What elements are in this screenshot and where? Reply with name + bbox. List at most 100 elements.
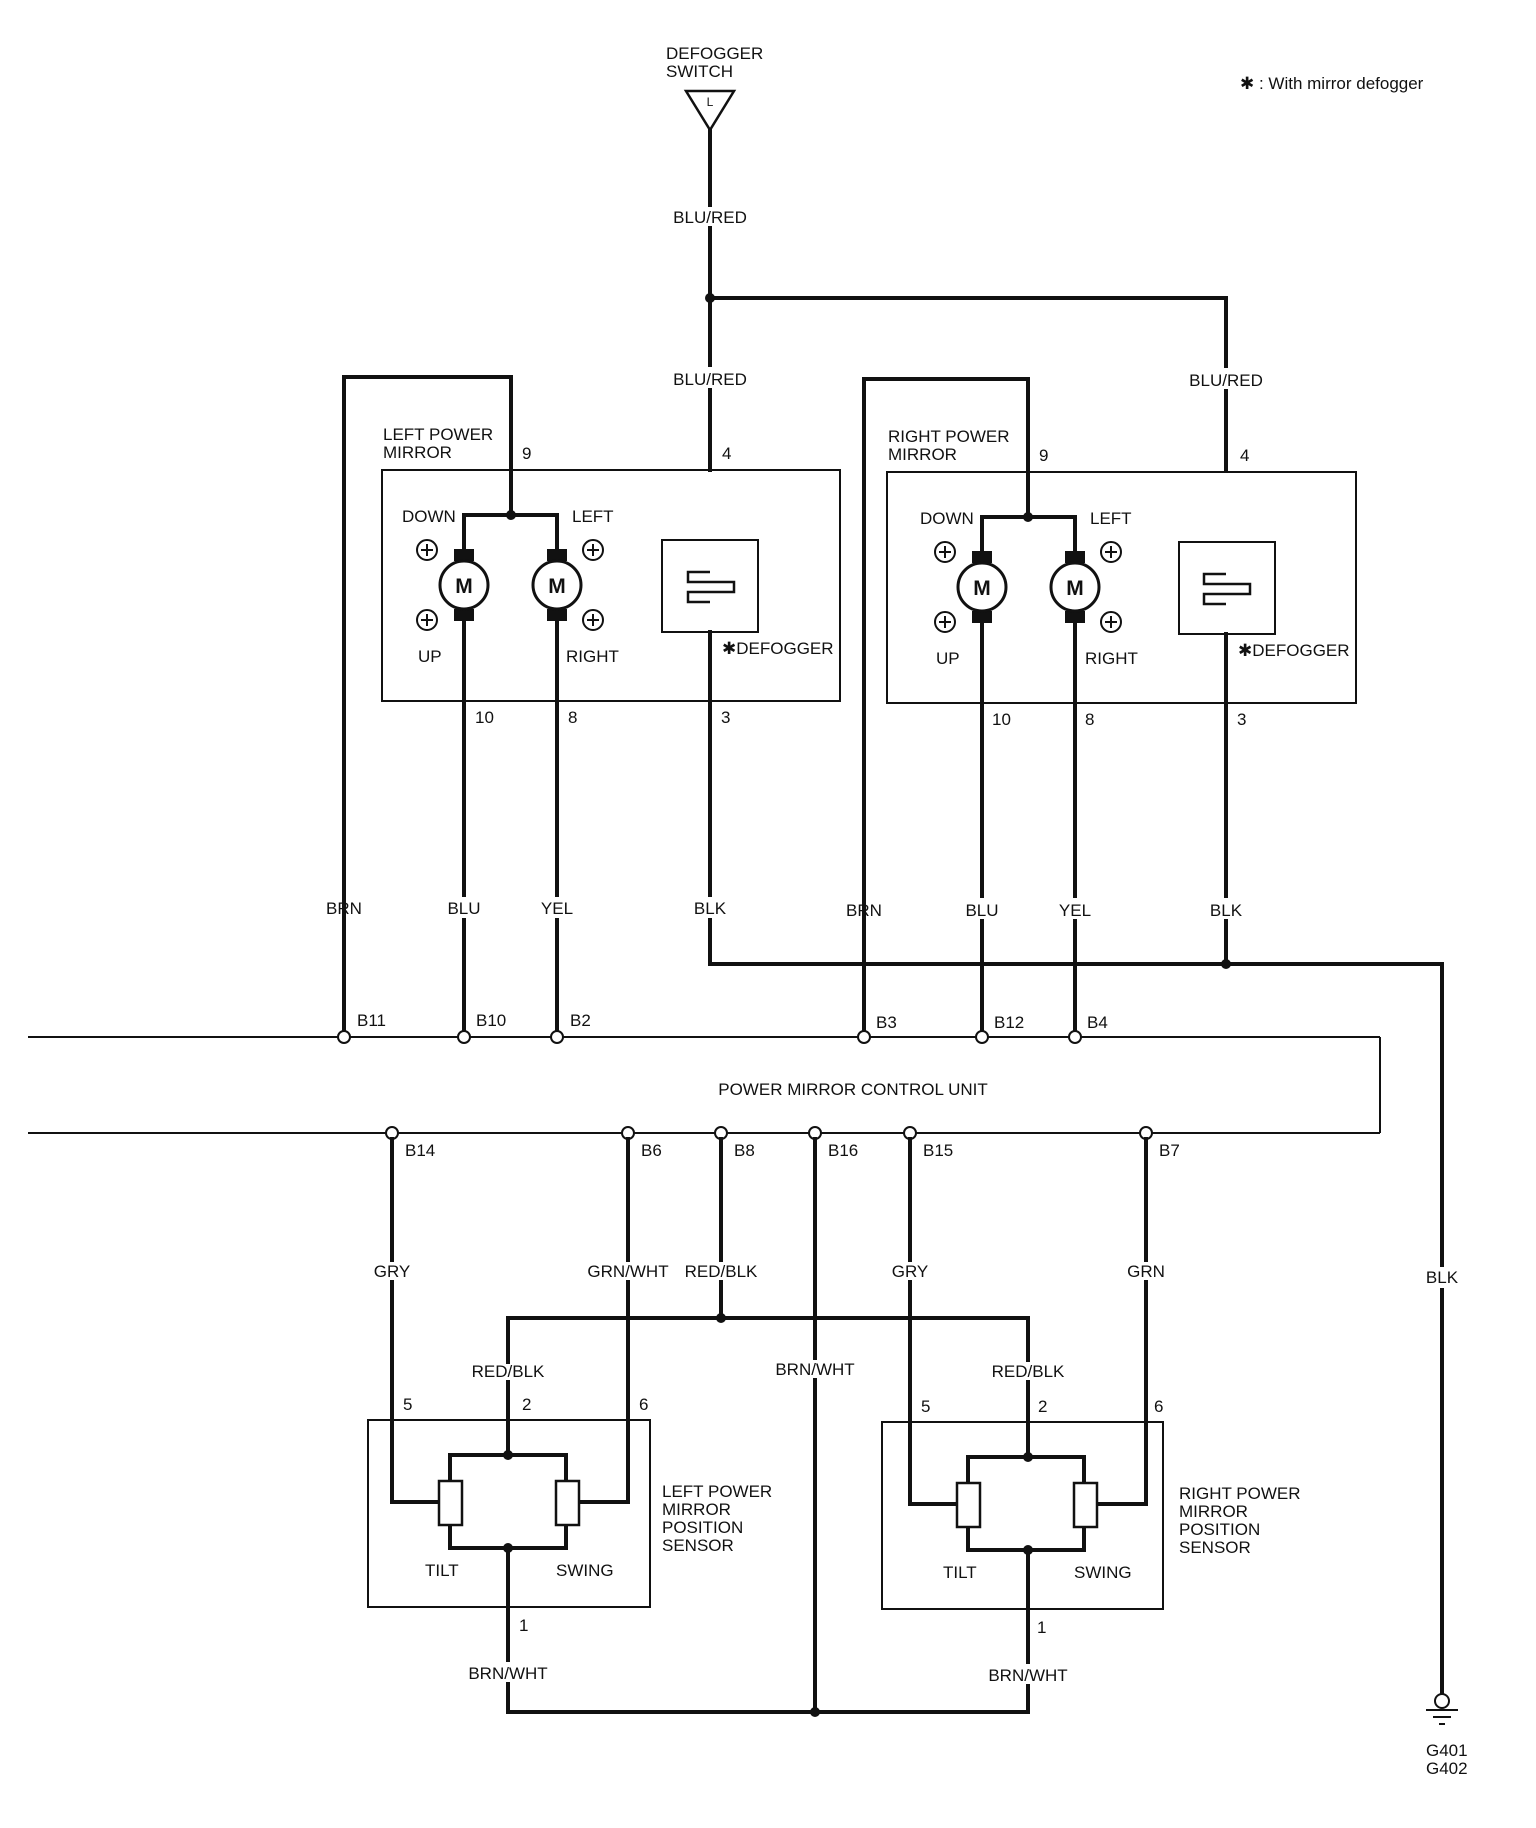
right-sensor-tilt-label: TILT — [943, 1563, 977, 1582]
right-sensor-name-line4: SENSOR — [1179, 1538, 1251, 1557]
right-sensor-pin-2: 2 — [1038, 1397, 1047, 1416]
terminal-b8: B8 — [734, 1141, 755, 1160]
left-mirror-down-label: DOWN — [402, 507, 456, 526]
right-defogger-label: ✱DEFOGGER — [1238, 641, 1350, 660]
right-sensor-name-line1: RIGHT POWER — [1179, 1484, 1301, 1503]
left-mirror-pin-9: 9 — [522, 444, 531, 463]
left-sensor-gnd-splice — [503, 1543, 513, 1553]
terminal-b11: B11 — [357, 1011, 386, 1030]
wire-label-left-blk: BLK — [694, 899, 727, 918]
left-mirror-wiring — [342, 375, 1444, 1695]
left-sensor-name-line3: POSITION — [662, 1518, 743, 1537]
wire-label-grn-wht: GRN/WHT — [587, 1262, 668, 1281]
sensor-wiring — [390, 1137, 1148, 1714]
right-sensor-pin-5: 5 — [921, 1397, 930, 1416]
left-power-mirror-box — [381, 469, 841, 702]
wire-label-grn: GRN — [1127, 1262, 1165, 1281]
left-mirror-common-splice — [506, 510, 516, 520]
wire-label-gry-left: GRY — [374, 1262, 411, 1281]
right-leftright-motor-symbol: M — [1066, 577, 1084, 600]
right-mirror-pin-10: 10 — [992, 710, 1011, 729]
right-sensor-circuit — [955, 1455, 1099, 1552]
left-updown-motor-top-brush — [454, 549, 474, 561]
left-updown-motor-bottom-brush — [454, 609, 474, 621]
wire-label-right-brn: BRN — [846, 901, 882, 920]
left-position-sensor-box — [367, 1419, 651, 1608]
red-blk-splice — [716, 1313, 726, 1323]
control-unit-outline — [28, 1036, 1381, 1134]
left-mirror-right-label: RIGHT — [566, 647, 619, 666]
control-unit-top-terminals — [337, 1030, 1082, 1044]
left-mirror-name-line2: MIRROR — [383, 443, 452, 462]
right-mirror-right-label: RIGHT — [1085, 649, 1138, 668]
left-mirror-name-line1: LEFT POWER — [383, 425, 493, 444]
right-leftright-motor-bottom-brush — [1065, 611, 1085, 623]
wire-label-blk-ground: BLK — [1426, 1268, 1459, 1287]
ground-label-line2: G402 — [1426, 1759, 1468, 1778]
blk-ground-splice — [1221, 959, 1231, 969]
right-mirror-pin-3: 3 — [1237, 710, 1246, 729]
mirror-defogger-note: ✱ : With mirror defogger — [1240, 74, 1424, 93]
left-sensor-pin-6: 6 — [639, 1395, 648, 1414]
right-power-mirror-box — [886, 471, 1357, 704]
wire-label-right-blk: BLK — [1210, 901, 1243, 920]
defogger-switch-pin: L — [707, 95, 714, 109]
wire-label-right-blu: BLU — [965, 901, 998, 920]
left-sensor-circuit — [437, 1453, 581, 1550]
wire-label-red-blk-top: RED/BLK — [685, 1262, 758, 1281]
right-sensor-name-line3: POSITION — [1179, 1520, 1260, 1539]
right-mirror-pin-4: 4 — [1240, 446, 1249, 465]
wire-label-right-yel: YEL — [1059, 901, 1091, 920]
right-mirror-common-splice — [1023, 512, 1033, 522]
wire-label-blu-red-right: BLU/RED — [1189, 371, 1263, 390]
right-sensor-pin-1: 1 — [1037, 1618, 1046, 1637]
wire-label-brn-wht-mid: BRN/WHT — [775, 1360, 854, 1379]
left-sensor-name-line1: LEFT POWER — [662, 1482, 772, 1501]
right-sensor-pin-6: 6 — [1154, 1397, 1163, 1416]
ground-label-line1: G401 — [1426, 1741, 1468, 1760]
wire-label-brn-wht-left: BRN/WHT — [468, 1664, 547, 1683]
right-sensor-name-line2: MIRROR — [1179, 1502, 1248, 1521]
right-leftright-motor-top-brush — [1065, 551, 1085, 563]
wire-label-left-brn: BRN — [326, 899, 362, 918]
left-sensor-swing-label: SWING — [556, 1561, 614, 1580]
wire-label-blu-red-top: BLU/RED — [673, 208, 747, 227]
blu-red-splice — [705, 293, 715, 303]
right-updown-motor-icon — [956, 561, 1008, 613]
left-sensor-pin-5: 5 — [403, 1395, 412, 1414]
right-mirror-left-label: LEFT — [1090, 509, 1132, 528]
control-unit-label: POWER MIRROR CONTROL UNIT — [718, 1080, 987, 1099]
left-leftright-motor-bottom-brush — [547, 609, 567, 621]
right-sensor-gnd-splice — [1023, 1545, 1033, 1555]
terminal-b3: B3 — [876, 1013, 897, 1032]
left-mirror-left-label: LEFT — [572, 507, 614, 526]
terminal-b15: B15 — [923, 1141, 953, 1160]
left-mirror-pin-8: 8 — [568, 708, 577, 727]
right-leftright-motor-icon — [1049, 561, 1101, 613]
ground-icon — [1426, 1693, 1458, 1725]
right-mirror-name-line1: RIGHT POWER — [888, 427, 1010, 446]
left-leftright-motor-top-brush — [547, 549, 567, 561]
left-sensor-ref-splice — [503, 1450, 513, 1460]
defogger-switch-label-line1: DEFOGGER — [666, 44, 763, 63]
right-mirror-pin-9: 9 — [1039, 446, 1048, 465]
left-mirror-up-label: UP — [418, 647, 442, 666]
left-sensor-pin-1: 1 — [519, 1616, 528, 1635]
right-mirror-plus-icons — [934, 541, 1122, 633]
left-sensor-name-line2: MIRROR — [662, 1500, 731, 1519]
right-mirror-down-label: DOWN — [920, 509, 974, 528]
brn-wht-splice — [810, 1707, 820, 1717]
left-mirror-pin-4: 4 — [722, 444, 731, 463]
right-defogger-element-box — [1178, 541, 1276, 635]
left-defogger-heater-icon — [686, 570, 736, 604]
right-position-sensor-box — [881, 1421, 1164, 1610]
left-mirror-plus-icons — [416, 539, 604, 631]
left-updown-motor-icon — [438, 559, 490, 611]
wire-label-gry-right: GRY — [892, 1262, 929, 1281]
wire-label-left-yel: YEL — [541, 899, 573, 918]
right-sensor-swing-label: SWING — [1074, 1563, 1132, 1582]
left-sensor-pin-2: 2 — [522, 1395, 531, 1414]
left-updown-motor-symbol: M — [455, 575, 473, 598]
right-updown-motor-symbol: M — [973, 577, 991, 600]
